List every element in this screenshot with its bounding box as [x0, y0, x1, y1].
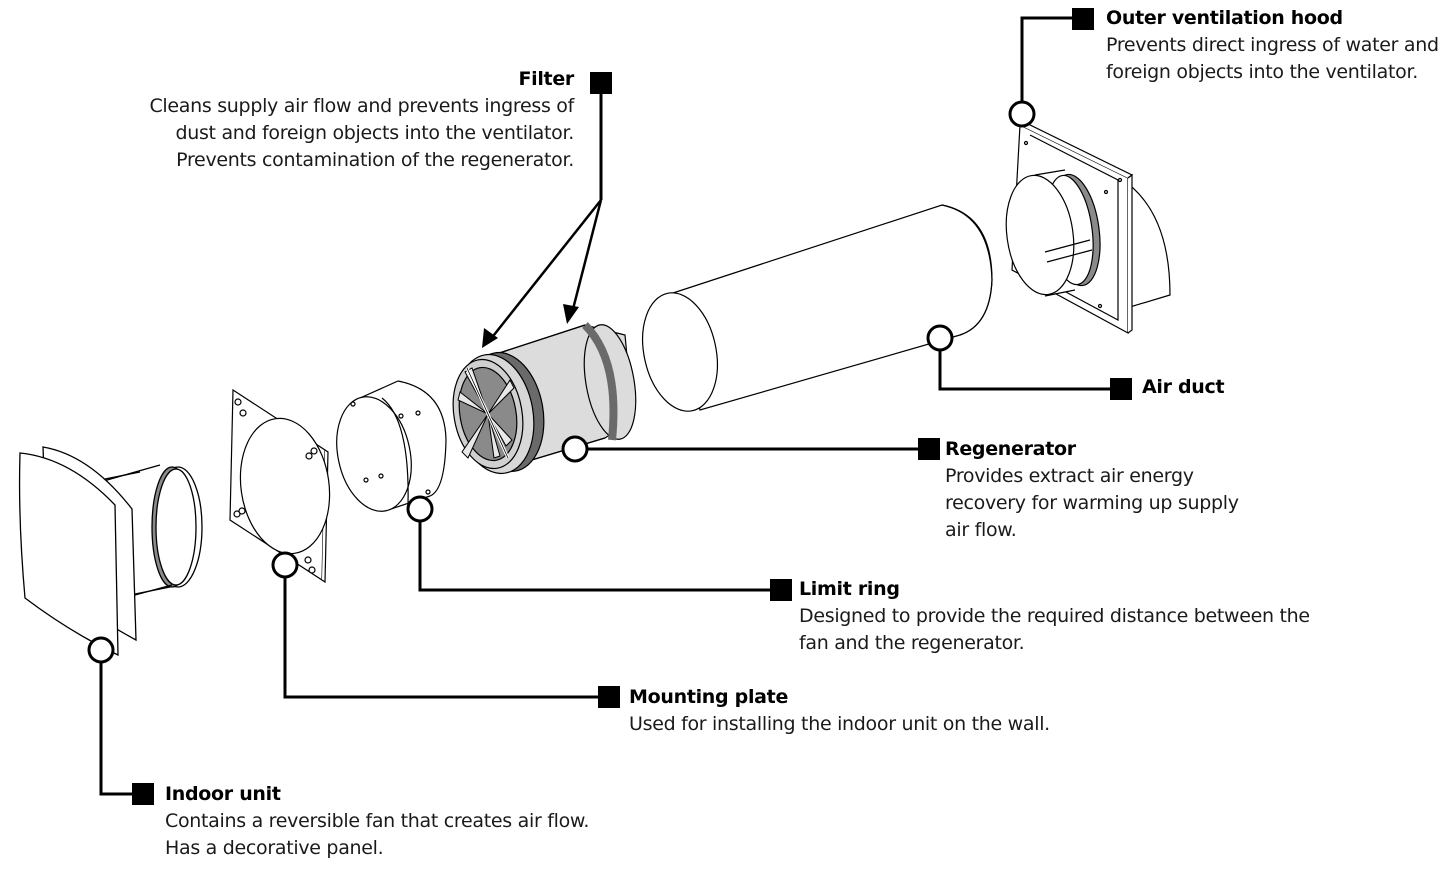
marker-square-air-duct — [1110, 378, 1132, 400]
arrowhead-icon — [563, 304, 579, 324]
callout-description: Cleans supply air flow and prevents ingr… — [149, 95, 574, 171]
callout-description: Prevents direct ingress of water and for… — [1106, 34, 1439, 83]
callout-outer-hood: Outer ventilation hood Prevents direct i… — [1106, 5, 1439, 86]
regenerator-illustration — [452, 322, 637, 475]
marker-square-indoor-unit — [132, 783, 154, 805]
callout-title: Filter — [518, 68, 574, 90]
callout-regenerator: Regenerator Provides extract air energy … — [945, 436, 1239, 544]
arrowhead-icon — [482, 328, 498, 348]
mounting-plate-illustration — [229, 388, 331, 584]
callout-circle-limit-ring — [406, 495, 434, 523]
marker-square-outer-hood — [1072, 8, 1094, 30]
leader-line-limit-ring — [418, 522, 770, 592]
callout-title: Outer ventilation hood — [1106, 7, 1343, 29]
callout-circles — [87, 100, 1036, 664]
callout-title: Regenerator — [945, 438, 1076, 460]
callout-circle-regenerator — [561, 435, 589, 463]
limit-ring-illustration — [336, 380, 447, 512]
callout-description: Provides extract air energy recovery for… — [945, 465, 1239, 541]
callout-filter: Filter Cleans supply air flow and preven… — [149, 66, 574, 174]
callout-air-duct: Air duct — [1142, 374, 1225, 401]
marker-square-regenerator — [918, 438, 940, 460]
filter-arrow-right — [570, 199, 603, 314]
leader-line-mounting-plate — [283, 578, 598, 699]
callout-description: Designed to provide the required distanc… — [799, 605, 1310, 654]
arrowheads — [482, 304, 579, 348]
marker-square-filter — [590, 72, 612, 94]
callout-circle-air-duct — [926, 324, 954, 352]
outer-hood-illustration — [1005, 121, 1171, 335]
callout-title: Mounting plate — [629, 686, 789, 708]
callout-circle-mounting-plate — [271, 551, 299, 579]
callout-mounting-plate: Mounting plate Used for installing the i… — [629, 684, 1050, 738]
leader-lines — [99, 16, 1110, 796]
callout-indoor-unit: Indoor unit Contains a reversible fan th… — [165, 781, 589, 862]
leader-line-outer-hood — [1020, 16, 1072, 101]
callout-description: Used for installing the indoor unit on t… — [629, 713, 1050, 735]
leader-line-indoor-unit — [99, 663, 132, 796]
callout-title: Indoor unit — [165, 783, 281, 805]
leader-line-air-duct — [938, 351, 1110, 391]
callout-circle-indoor-unit — [87, 636, 115, 664]
callout-limit-ring: Limit ring Designed to provide the requi… — [799, 576, 1310, 657]
callout-markers — [132, 8, 1132, 805]
callout-title: Air duct — [1142, 376, 1225, 398]
indoor-unit-illustration — [18, 446, 203, 690]
air-duct-illustration — [642, 204, 993, 412]
marker-square-limit-ring — [770, 579, 792, 601]
callout-circle-outer-hood — [1008, 100, 1036, 128]
marker-square-mounting-plate — [598, 686, 620, 708]
filter-arrow-left — [489, 199, 602, 341]
callout-description: Contains a reversible fan that creates a… — [165, 810, 590, 859]
callout-title: Limit ring — [799, 578, 900, 600]
